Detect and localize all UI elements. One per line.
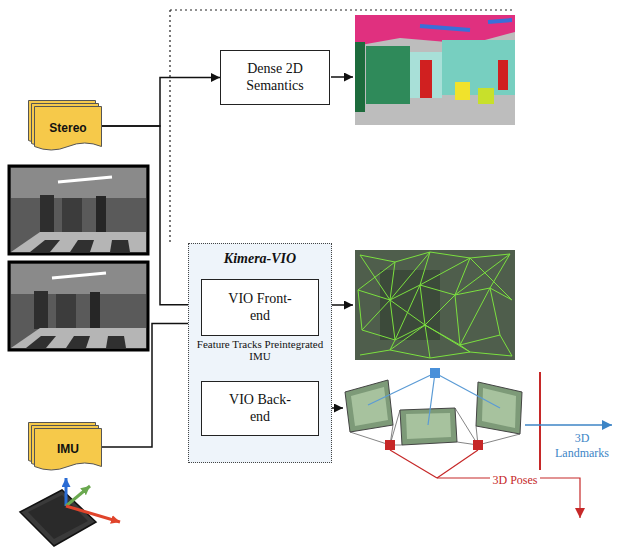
- mesh-image: [490, 254, 512, 356]
- data-note: Feature Tracks Preintegrated IMU: [192, 338, 328, 362]
- group-heading: Kimera-VIO: [224, 251, 296, 267]
- semantic-image: [355, 42, 365, 112]
- semantic-image: [488, 20, 512, 22]
- camera-image: [110, 240, 130, 252]
- output-label: 3D Landmarks: [548, 431, 616, 461]
- imu-chip: [20, 490, 96, 546]
- factor-graph: [525, 424, 612, 426]
- factor-graph: [345, 368, 612, 518]
- factor-graph: [400, 408, 457, 445]
- mesh-image: [355, 250, 515, 360]
- camera-image: [62, 198, 82, 232]
- mesh-image: [390, 254, 510, 350]
- process-box: VIO Front-end: [201, 279, 319, 336]
- camera-image: [52, 273, 106, 278]
- process-box: Dense 2D Semantics: [220, 50, 330, 105]
- factor-graph: [368, 373, 500, 425]
- output-arrow: [331, 76, 353, 78]
- camera-image: [34, 291, 48, 329]
- semantic-image: [478, 88, 494, 104]
- box-label: VIO Front-end: [222, 291, 298, 323]
- data-note-box: Feature Tracks Preintegrated IMU: [192, 338, 328, 364]
- semantic-image: [420, 26, 470, 30]
- semantic-image: [355, 15, 515, 125]
- mesh-image: [460, 288, 490, 345]
- mesh-image: [395, 258, 470, 340]
- camera-image: [26, 336, 56, 348]
- camera-image: [11, 232, 146, 252]
- dotted-frame: [170, 10, 515, 243]
- factor-graph: [390, 450, 478, 478]
- camera-image: [11, 168, 146, 198]
- mesh-image: [358, 290, 362, 330]
- mesh-image: [355, 250, 515, 360]
- mesh-image: [470, 258, 512, 300]
- mesh-image: [358, 262, 395, 290]
- process-box: VIO Back-end: [201, 381, 319, 436]
- camera-image: [11, 328, 146, 348]
- flow-connector: [102, 323, 201, 447]
- camera-image: [66, 336, 90, 348]
- camera-image: [96, 196, 106, 232]
- factor-graph: [345, 380, 393, 432]
- mesh-image: [358, 252, 512, 358]
- mesh-image: [360, 350, 512, 358]
- semantic-image: [442, 40, 515, 95]
- camera-image: [9, 262, 148, 350]
- box-label: Dense 2D Semantics: [233, 61, 317, 93]
- factor-graph: [351, 387, 388, 426]
- imu-chip: [20, 478, 120, 546]
- imu-chip: [28, 495, 88, 539]
- factor-graph: [430, 368, 440, 378]
- semantic-image: [410, 52, 442, 98]
- factor-graph: [385, 440, 395, 450]
- semantic-image: [366, 46, 410, 104]
- camera-image: [9, 166, 148, 254]
- camera-image: [40, 195, 54, 233]
- output-label: 3D Poses: [490, 473, 539, 488]
- box-label: IMU: [57, 443, 79, 457]
- semantic-image: [498, 60, 508, 90]
- camera-image: [106, 336, 126, 348]
- box-label: Stereo: [49, 122, 86, 136]
- factor-graph: [390, 450, 580, 518]
- imu-chip: [66, 486, 90, 506]
- dotted-frame: [170, 10, 515, 243]
- factor-graph: [539, 372, 541, 470]
- input-stack: IMU: [28, 422, 102, 472]
- factor-graph: [473, 440, 483, 450]
- imu-chip: [65, 478, 68, 506]
- factor-graph: [368, 373, 500, 425]
- box-label: VIO Back-end: [222, 392, 298, 424]
- semantic-image: [455, 82, 470, 100]
- semantic-image: [420, 60, 432, 98]
- mesh-image: [362, 325, 500, 345]
- camera-image: [58, 177, 112, 182]
- camera-image: [30, 240, 60, 252]
- document-sheet: [35, 429, 102, 471]
- mesh-image: [360, 252, 510, 262]
- mesh-image: [455, 258, 470, 352]
- mesh-image: [420, 252, 430, 358]
- mesh-image: [390, 262, 395, 350]
- output-label-box: 3D Landmarks: [548, 431, 616, 461]
- document-sheet: [35, 107, 102, 151]
- output-label-box: 3D Poses: [484, 470, 546, 488]
- camera-image: [56, 294, 76, 328]
- camera-image: [11, 264, 146, 294]
- flow-connector: [102, 126, 201, 305]
- input-stack: Stereo: [28, 100, 102, 152]
- camera-image: [70, 240, 94, 252]
- mesh-image: [362, 252, 430, 330]
- mesh-image: [380, 270, 440, 340]
- camera-image: [9, 262, 148, 350]
- semantic-image: [355, 15, 515, 125]
- flow-connector: [102, 78, 220, 127]
- imu-chip: [66, 506, 120, 522]
- camera-image: [90, 292, 100, 328]
- camera-image: [9, 166, 148, 254]
